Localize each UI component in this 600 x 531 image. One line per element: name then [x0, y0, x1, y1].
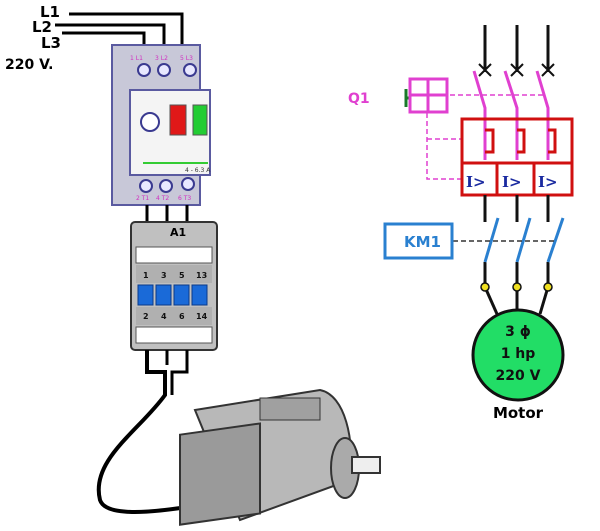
- svg-text:6: 6: [179, 312, 185, 321]
- supply-labels: L1 L2 L3 220 V.: [5, 3, 61, 73]
- terminal-label: 1 L1: [130, 55, 143, 62]
- km1-label: KM1: [404, 233, 441, 251]
- l3-label: L3: [41, 34, 61, 52]
- q1-label: Q1: [348, 91, 370, 107]
- terminal-label: 3 L2: [155, 55, 168, 62]
- motor-voltage: 220 V: [496, 368, 541, 384]
- start-button: [192, 104, 208, 136]
- stop-button: [169, 104, 187, 136]
- motor-phase: 3 ϕ: [505, 324, 531, 340]
- terminal-label: 6 T3: [178, 195, 191, 202]
- terminal-label: 5 L3: [180, 55, 193, 62]
- breaker-contacts: [472, 70, 550, 160]
- svg-text:14: 14: [196, 312, 208, 321]
- km1-contacts: [483, 217, 565, 263]
- svg-text:13: 13: [196, 271, 207, 280]
- breaker-rating: 4 - 6.3 A: [185, 167, 211, 174]
- terminal-label: 4 T2: [156, 195, 169, 202]
- motor-illustration: [179, 388, 381, 526]
- trip-symbol: I>: [502, 173, 522, 191]
- svg-text:5: 5: [179, 271, 185, 280]
- terminal-label: 2 T1: [136, 195, 149, 202]
- q1-symbol: [408, 77, 449, 114]
- svg-text:3: 3: [161, 271, 167, 280]
- motor-terminal-dots: [480, 282, 553, 292]
- motor-power: 1 hp: [501, 346, 536, 362]
- motor-breaker-device: 4 - 6.3 A 1 L1 3 L2 5 L3 2 T1 4 T2 6 T3: [111, 44, 211, 206]
- svg-text:1: 1: [143, 271, 149, 280]
- l1-label: L1: [40, 3, 60, 21]
- schematic: Q1 I> I> I> KM1 3 ϕ 1 hp 220 V: [348, 25, 574, 422]
- adjust-dial: [140, 112, 160, 132]
- km1-coil: [383, 222, 454, 260]
- svg-text:4: 4: [161, 312, 167, 321]
- motor-cable: [96, 350, 201, 514]
- coil-terminal-label: A1: [170, 226, 186, 239]
- wire-l1: [69, 12, 184, 55]
- l2-label: L2: [32, 18, 52, 36]
- motor-caption: Motor: [493, 404, 544, 422]
- voltage-label: 220 V.: [5, 57, 53, 73]
- motor-shaft: [351, 456, 381, 474]
- svg-text:2: 2: [143, 312, 149, 321]
- motor-symbol: [471, 308, 565, 402]
- trip-symbol: I>: [538, 173, 558, 191]
- trip-symbol: I>: [466, 173, 486, 191]
